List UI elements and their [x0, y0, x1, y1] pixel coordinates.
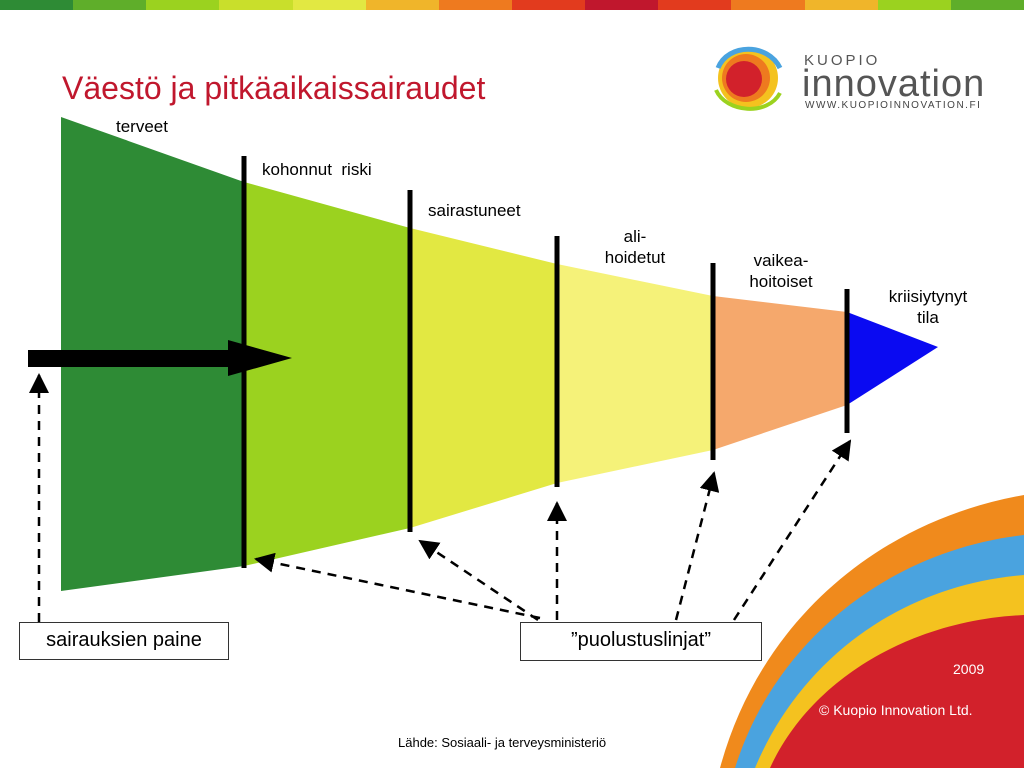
segment-kriisiytynyt-tila	[847, 312, 938, 405]
logo-url-text: WWW.KUOPIOINNOVATION.FI	[805, 100, 982, 111]
stage-label-vaikeahoitoiset: vaikea- hoitoiset	[749, 251, 813, 291]
defense-dashed-arrow-4	[674, 471, 720, 621]
defense-lines-box: ”puolustuslinjat”	[520, 622, 762, 661]
segment-alihoidetut	[557, 264, 713, 483]
defense-dashed-arrow-5	[732, 439, 852, 621]
year-label: 2009	[953, 661, 985, 677]
disease-pressure-box: sairauksien paine	[19, 622, 229, 660]
source-label: Lähde: Sosiaali- ja terveysministeriö	[398, 735, 607, 750]
stage-label-sairastuneet: sairastuneet	[428, 201, 521, 220]
kuopio-innovation-logo: KUOPIO innovation WWW.KUOPIOINNOVATION.F…	[708, 38, 1008, 118]
segment-kohonnut-riski	[244, 182, 410, 566]
pressure-arrow	[28, 340, 292, 376]
stage-label-terveet: terveet	[116, 117, 168, 136]
page-title: Väestö ja pitkäaikaissairaudet	[62, 70, 486, 106]
stage-label-kohonnut-riski: kohonnut riski	[262, 160, 372, 179]
logo-innovation-text: innovation	[802, 63, 986, 105]
stage-label-alihoidetut: ali- hoidetut	[604, 227, 666, 267]
logo-swirl-icon	[714, 46, 783, 111]
defense-dashed-arrow-1	[254, 552, 541, 620]
top-color-bar	[0, 0, 1024, 10]
defense-dashed-arrow-2	[418, 539, 539, 622]
segment-vaikeahoitoiset	[713, 296, 847, 450]
segment-sairastuneet	[410, 228, 557, 528]
copyright-label: © Kuopio Innovation Ltd.	[819, 702, 973, 718]
stage-label-kriisiytynyt-tila: kriisiytynyt tila	[888, 287, 968, 327]
logo-kuopio-text: KUOPIO	[804, 52, 881, 69]
